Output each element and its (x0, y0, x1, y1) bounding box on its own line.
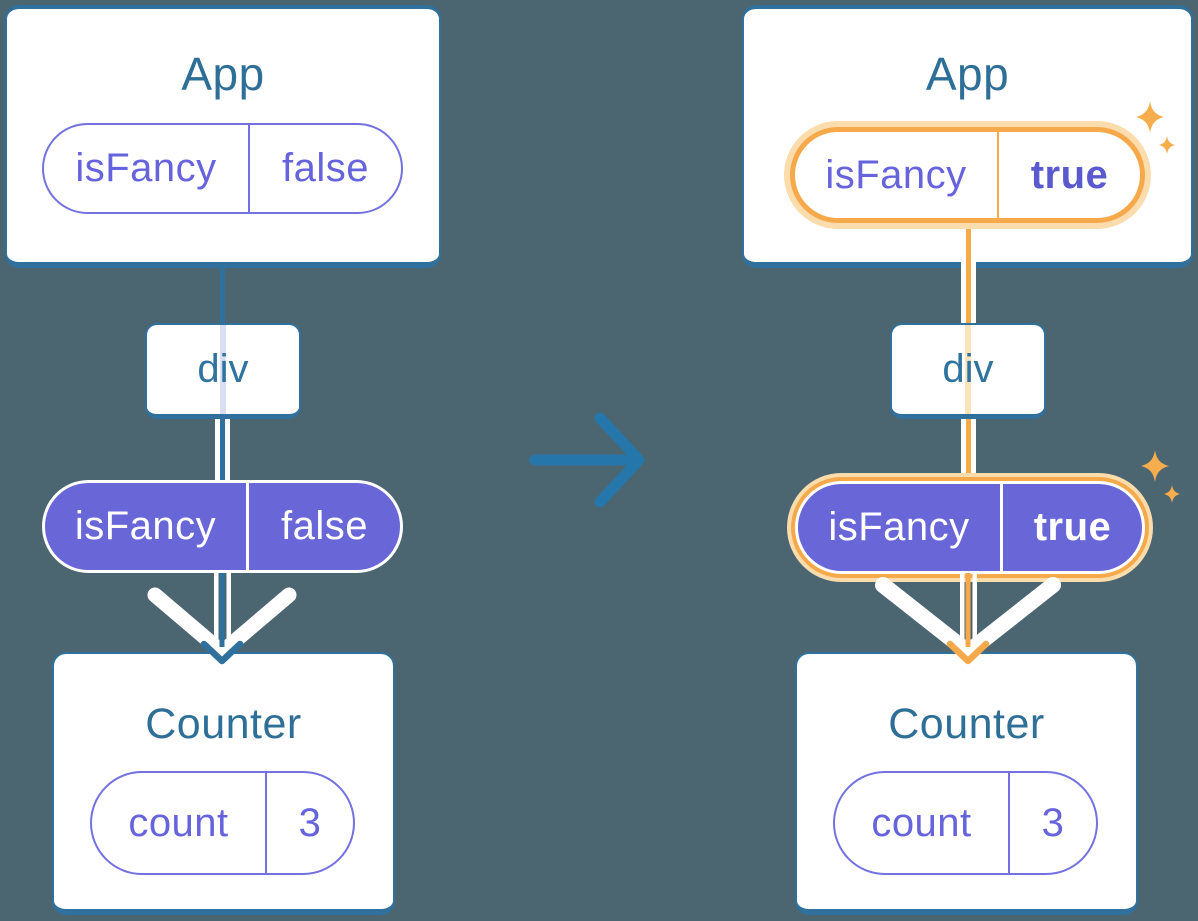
state-name: count (128, 800, 229, 845)
prop-value: false (246, 483, 400, 570)
prop-flow-line-inner (965, 220, 971, 262)
app-title-right: App (925, 48, 1010, 100)
passed-prop-pill-left: isFancy false (42, 480, 403, 573)
pass-down-arrow-icon (875, 573, 1061, 665)
div-card-right: div (890, 323, 1046, 419)
sparkles-icon (1136, 101, 1175, 154)
prop-flow-line-faded (220, 325, 226, 414)
prop-name: isFancy (74, 504, 217, 548)
prop-flow-line-faded (965, 325, 971, 414)
prop-pill-app-right: isFancy true (790, 127, 1145, 223)
counter-title-left: Counter (145, 700, 302, 748)
prop-value: true (1000, 484, 1142, 571)
state-value: 3 (1008, 773, 1096, 873)
sparkles-icon (1141, 450, 1180, 503)
arrow-right-icon (529, 412, 645, 508)
passed-prop-pill-right: isFancy true (795, 481, 1145, 574)
div-card-left: div (145, 323, 301, 419)
prop-pill-app-left: isFancy false (42, 123, 403, 214)
prop-value: true (997, 132, 1140, 218)
prop-name: isFancy (75, 146, 217, 190)
state-pill-counter-right: count 3 (833, 771, 1098, 875)
pipe-app-div-right (960, 262, 976, 323)
state-name: count (871, 800, 972, 845)
pass-down-arrow-icon (147, 573, 297, 665)
pipe-div-pill-right (960, 419, 976, 481)
prop-flow-core (965, 419, 971, 481)
div-label-right: div (942, 347, 994, 391)
state-value: 3 (265, 773, 353, 873)
pipe-div-pill-left (214, 419, 230, 481)
prop-name: isFancy (828, 505, 970, 549)
div-label-left: div (197, 347, 249, 391)
prop-flow-core (965, 262, 971, 323)
state-pill-counter-left: count 3 (90, 771, 355, 875)
app-title-left: App (181, 48, 265, 100)
prop-value: false (248, 125, 401, 212)
prop-flow-core (219, 419, 225, 481)
connector-app-div-left (219, 266, 225, 324)
prop-name: isFancy (825, 152, 967, 197)
counter-title-right: Counter (888, 700, 1045, 748)
